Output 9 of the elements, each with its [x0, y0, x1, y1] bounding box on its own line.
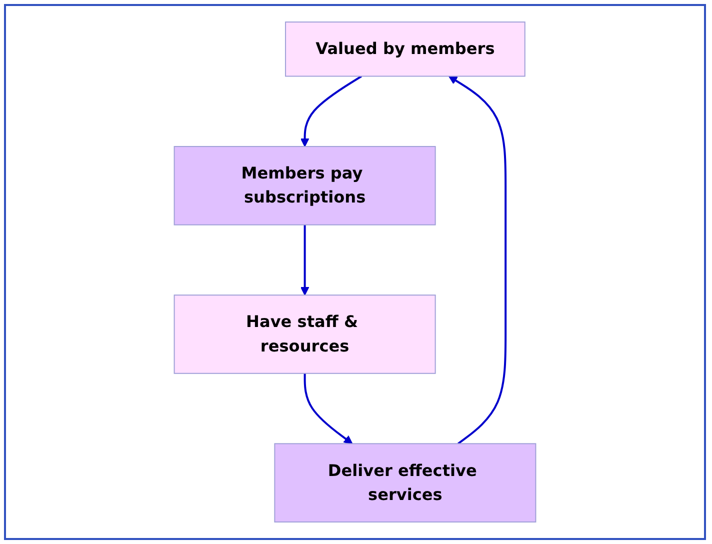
- diagram-frame: Valued by members Deliver effective services Members pay subscriptions Have staff & resources: [4, 4, 706, 540]
- arrow: [448, 76, 507, 444]
- node-box: [285, 22, 526, 77]
- node-box: [274, 443, 536, 522]
- arrow: [300, 224, 310, 296]
- node-box: [174, 294, 436, 374]
- arrow: [304, 373, 353, 444]
- node-box: [174, 146, 436, 226]
- arrow: [300, 75, 362, 147]
